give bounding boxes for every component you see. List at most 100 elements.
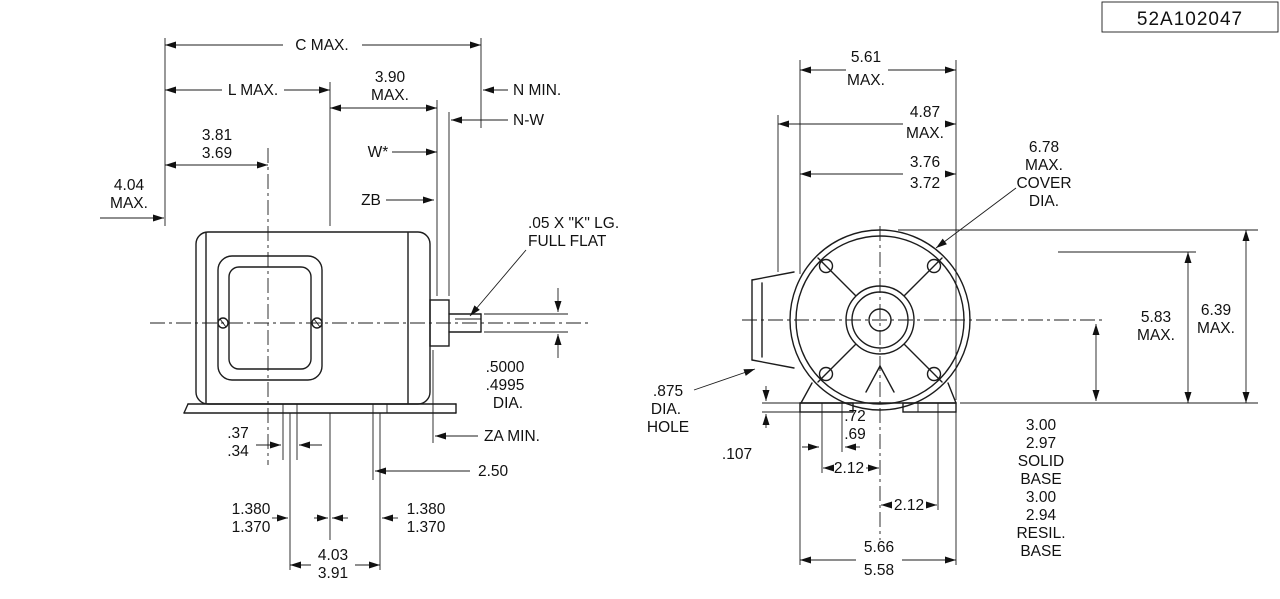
dim-250: 2.50 (375, 463, 509, 480)
dim-404-max: 4.04 MAX. (100, 177, 164, 222)
dim-404-line2: MAX. (110, 195, 148, 212)
note-shaft-flat-line2: FULL FLAT (528, 233, 607, 250)
dim-583-line1: 5.83 (1141, 309, 1171, 326)
note-shaft-flat: .05 X "K" LG. FULL FLAT (469, 215, 619, 317)
dim-1380-right-line1: 1.380 (407, 501, 446, 518)
dim-zb-label: ZB (361, 192, 381, 209)
dim-hole-line1: .875 (653, 383, 683, 400)
dim-n-w-label: N-W (513, 112, 544, 129)
dim-shaft-dia-line2: .4995 (486, 377, 525, 394)
dim-base-height: 3.00 2.97 SOLID BASE 3.00 2.94 RESIL. BA… (1016, 324, 1100, 560)
dim-390-max: 3.90 MAX. (330, 69, 437, 112)
dim-base-line7: RESIL. (1016, 525, 1065, 542)
dim-212-left: 2.12 (823, 460, 879, 477)
dim-1380-right-line2: 1.370 (407, 519, 446, 536)
cover-screw-icon (818, 366, 834, 382)
dim-cover-dia-line1: 6.78 (1029, 139, 1059, 156)
dim-za-min-label: ZA MIN. (484, 428, 540, 445)
dim-376-line2: 3.72 (910, 175, 940, 192)
dim-cover-dia: 6.78 MAX. COVER DIA. (935, 139, 1072, 249)
dim-1380-left-line1: 1.380 (232, 501, 271, 518)
dim-base-line5: 3.00 (1026, 489, 1057, 506)
dim-381: 3.81 3.69 (165, 127, 268, 169)
cover-screw-icon (818, 258, 834, 274)
dim-37-line1: .37 (227, 425, 249, 442)
dim-l-max-label: L MAX. (228, 82, 278, 99)
dim-shaft-dia-line1: .5000 (486, 359, 525, 376)
dim-404-line1: 4.04 (114, 177, 145, 194)
dim-base-line1: 3.00 (1026, 417, 1057, 434)
dim-n-min-label: N MIN. (513, 82, 561, 99)
dim-zb: ZB (361, 192, 434, 209)
dim-381-line2: 3.69 (202, 145, 232, 162)
dim-base-line3: SOLID (1018, 453, 1065, 470)
dim-376: 3.76 3.72 (800, 154, 956, 192)
dim-n-min: N MIN. (483, 82, 561, 99)
dim-cover-dia-line2: MAX. (1025, 157, 1063, 174)
dim-107: .107 (722, 386, 770, 463)
dim-hole: .875 DIA. HOLE (647, 368, 756, 436)
dim-566-line2: 5.58 (864, 562, 894, 579)
cover-screw-icon (926, 366, 942, 382)
dim-1380-right: 1.380 1.370 (314, 501, 446, 536)
dim-212-right-label: 2.12 (894, 497, 924, 514)
dim-w-flat-label: W* (368, 144, 389, 161)
dim-381-line1: 3.81 (202, 127, 232, 144)
dim-250-label: 2.50 (478, 463, 509, 480)
dim-583-line2: MAX. (1137, 327, 1175, 344)
dim-639-line2: MAX. (1197, 320, 1235, 337)
dim-390-line2: MAX. (371, 87, 409, 104)
dim-487: 4.87 MAX. (778, 104, 956, 142)
dim-566: 5.66 5.58 (800, 539, 956, 579)
dim-za-min: ZA MIN. (435, 428, 540, 445)
motor-body-outline (195, 231, 431, 405)
mounting-base-end (799, 382, 957, 413)
dim-72-line2: .69 (844, 426, 866, 443)
title-block: 52A102047 (1101, 1, 1279, 33)
dim-390-line1: 3.90 (375, 69, 406, 86)
dim-72-line1: .72 (844, 408, 866, 425)
dim-487-line1: 4.87 (910, 104, 940, 121)
dim-487-line2: MAX. (906, 125, 944, 142)
end-view: 5.61 MAX. 4.87 MAX. 3.76 3.72 6.78 MAX. … (647, 49, 1258, 579)
mounting-base-side (183, 403, 457, 414)
dim-1380-left: 1.380 1.370 (232, 501, 348, 536)
dim-base-line8: BASE (1020, 543, 1061, 560)
dim-403-line2: 3.91 (318, 565, 348, 582)
dim-base-line6: 2.94 (1026, 507, 1057, 524)
dim-583: 5.83 MAX. (1137, 252, 1192, 403)
dim-shaft-dia: .5000 .4995 DIA. (486, 288, 562, 412)
dim-shaft-dia-line3: DIA. (493, 395, 523, 412)
dim-107-label: .107 (722, 446, 752, 463)
dim-37-line2: .34 (227, 443, 249, 460)
dim-base-line4: BASE (1020, 471, 1061, 488)
dim-561: 5.61 MAX. (800, 49, 956, 89)
dim-w-flat: W* (368, 144, 437, 161)
dim-72: .72 .69 (802, 408, 866, 451)
note-shaft-flat-line1: .05 X "K" LG. (528, 215, 619, 232)
dim-l-max: L MAX. (165, 82, 330, 99)
conduit-box (217, 255, 323, 381)
dim-c-max: C MAX. (165, 37, 481, 54)
dim-639: 6.39 MAX. (1197, 230, 1250, 403)
drawing-number: 52A102047 (1137, 9, 1243, 30)
dim-403: 4.03 3.91 (290, 547, 380, 582)
dim-561-line1: 5.61 (851, 49, 881, 66)
dim-hole-line3: HOLE (647, 419, 689, 436)
dim-cover-dia-line4: DIA. (1029, 193, 1059, 210)
dim-403-line1: 4.03 (318, 547, 348, 564)
dim-1380-left-line2: 1.370 (232, 519, 271, 536)
cover-screw-icon (926, 258, 942, 274)
dim-212-left-label: 2.12 (834, 460, 864, 477)
side-view: C MAX. L MAX. 3.90 MAX. N MIN. N-W 3.81 (100, 37, 619, 582)
dim-37: .37 .34 (227, 425, 322, 460)
dim-566-line1: 5.66 (864, 539, 894, 556)
dim-hole-line2: DIA. (651, 401, 681, 418)
extension-lines-end (762, 60, 1258, 565)
dim-376-line1: 3.76 (910, 154, 940, 171)
dim-561-line2: MAX. (847, 72, 885, 89)
dim-base-line2: 2.97 (1026, 435, 1056, 452)
dim-cover-dia-line3: COVER (1016, 175, 1071, 192)
